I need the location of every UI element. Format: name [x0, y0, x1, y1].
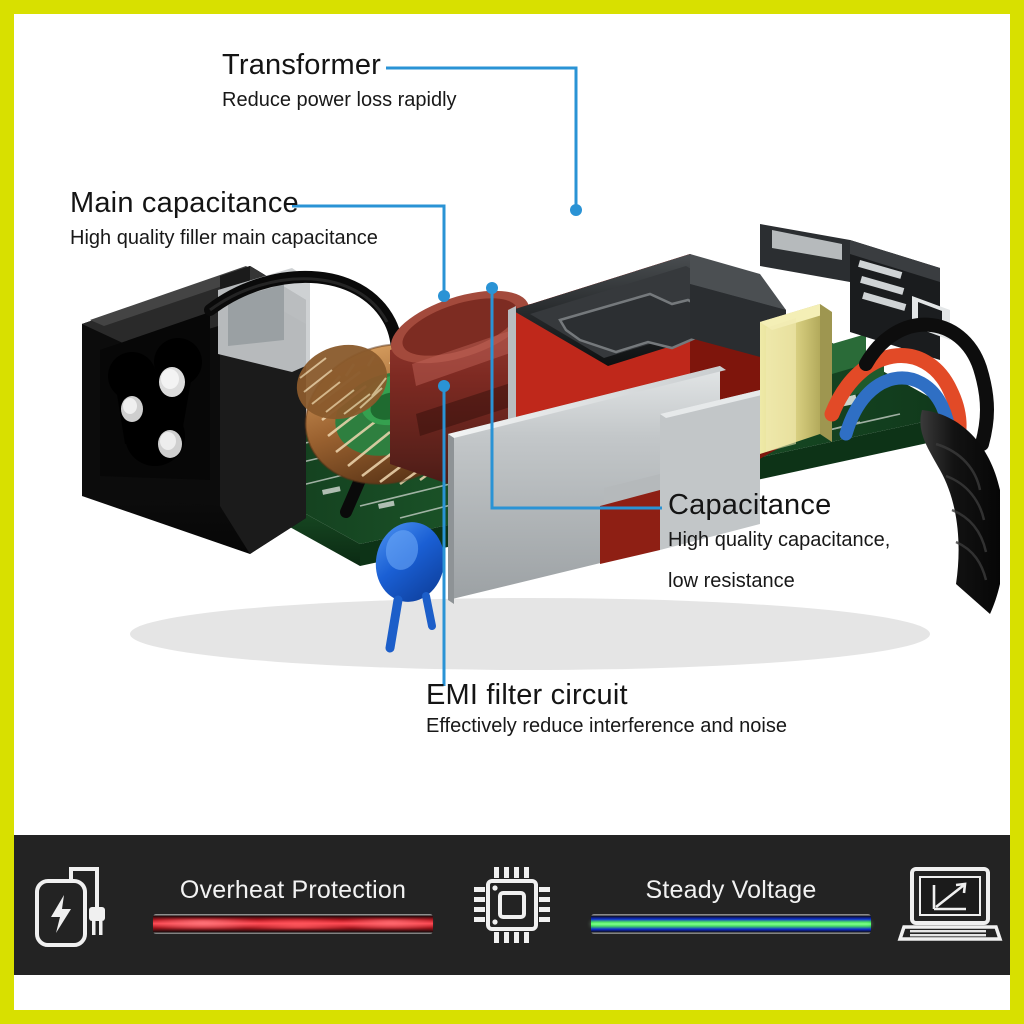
infographic-canvas: Transformer Reduce power loss rapidly Ma…: [14, 14, 1010, 1010]
callout-capacitance-title: Capacitance: [668, 489, 832, 521]
callout-transformer-title: Transformer: [222, 49, 382, 81]
feature-icon-laptop-chart: [890, 863, 1010, 947]
callout-capacitance: Capacitance High quality capacitance, lo…: [668, 490, 890, 596]
feature-icon-battery-charger: [14, 859, 134, 951]
feature-overheat-label: Overheat Protection: [179, 876, 407, 904]
feature-icon-chip: [452, 864, 572, 946]
overheat-glow-bar: [153, 914, 433, 934]
feature-overheat-protection: Overheat Protection: [134, 876, 452, 934]
callout-emi-filter-subtitle: Effectively reduce interference and nois…: [426, 715, 787, 738]
output-cable-assembly: [824, 317, 1000, 614]
yellow-film-capacitor: [760, 304, 832, 454]
clover-socket-hole: [108, 338, 202, 466]
callout-transformer-subtitle: Reduce power loss rapidly: [222, 89, 457, 112]
wire-black: [859, 317, 994, 451]
callout-main-capacitance: Main capacitance High quality filler mai…: [70, 188, 378, 253]
callout-main-capacitance-title: Main capacitance: [70, 187, 299, 219]
secondary-choke: [296, 344, 388, 420]
callout-capacitance-subtitle: High quality capacitance,: [668, 529, 891, 552]
chip-icon: [474, 867, 550, 943]
feature-steady-voltage: Steady Voltage: [572, 876, 890, 934]
callout-transformer: Transformer Reduce power loss rapidly: [222, 50, 457, 115]
feature-steady-voltage-label: Steady Voltage: [645, 876, 817, 904]
battery-charger-icon: [35, 867, 105, 947]
callout-emi-filter: EMI filter circuit Effectively reduce in…: [426, 680, 787, 741]
callout-main-capacitance-subtitle: High quality filler main capacitance: [70, 227, 378, 250]
laptop-chart-icon: [897, 867, 1003, 941]
callout-capacitance-subtitle-2: low resistance: [668, 570, 795, 593]
steady-voltage-glow-bar: [591, 914, 871, 934]
callout-emi-filter-title: EMI filter circuit: [426, 679, 628, 711]
blue-disc-capacitor: [375, 522, 445, 653]
feature-bar: Overheat Protection: [14, 835, 1010, 975]
